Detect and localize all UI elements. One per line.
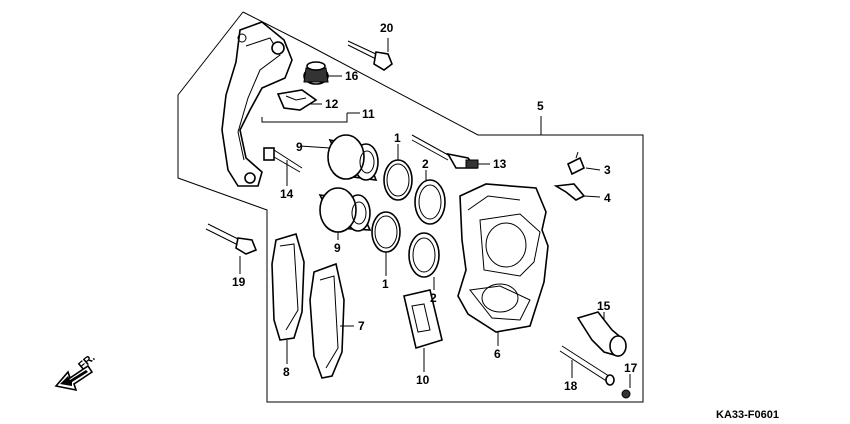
part-label-16: 16 — [345, 69, 359, 83]
part-label-6: 6 — [494, 347, 501, 361]
part-label-13: 13 — [493, 157, 507, 171]
caliper-bracket — [221, 21, 293, 187]
pin-part-13 — [411, 134, 479, 169]
part-label-2-upper: 2 — [422, 157, 429, 171]
caliper-body-part-6 — [457, 183, 549, 333]
clip-part-17 — [621, 389, 631, 399]
brake-pad-part-7 — [309, 262, 345, 379]
part-label-11: 11 — [362, 107, 375, 121]
pad-spring-part-12 — [276, 89, 318, 111]
part-label-9-upper: 9 — [296, 140, 303, 154]
front-direction-label: FR. — [76, 352, 97, 373]
boot-part-16 — [303, 61, 329, 85]
part-label-20: 20 — [380, 21, 394, 35]
part-label-12: 12 — [325, 97, 339, 111]
piston-lower — [318, 187, 372, 233]
part-number-labels: 20 16 12 11 5 9 1 2 13 14 3 4 9 1 2 19 1… — [232, 21, 638, 393]
bolt-part-19 — [205, 223, 258, 255]
part-label-8: 8 — [283, 365, 290, 379]
part-label-1-lower: 1 — [382, 277, 389, 291]
label-bracket-11-12 — [261, 103, 360, 123]
pin-bolt-part-14 — [263, 147, 303, 173]
part-label-15: 15 — [597, 299, 611, 313]
bolt-part-20 — [347, 40, 393, 71]
piston-seal-upper — [383, 159, 413, 201]
part-label-10: 10 — [416, 373, 430, 387]
front-direction-arrow: FR. — [54, 352, 98, 392]
piston-seal-lower — [371, 211, 401, 253]
part-label-19: 19 — [232, 275, 246, 289]
part-label-2-lower: 2 — [430, 291, 437, 305]
part-label-1-upper: 1 — [394, 131, 401, 145]
part-label-17: 17 — [624, 361, 638, 375]
part-label-7: 7 — [358, 319, 365, 333]
piston-upper — [327, 134, 379, 181]
bleed-valve-part-3 — [566, 151, 586, 176]
boot-part-15 — [576, 311, 627, 357]
dust-seal-lower — [408, 232, 440, 278]
part-label-5: 5 — [537, 99, 544, 113]
brake-pad-part-8 — [271, 233, 305, 341]
dust-seal-upper — [414, 179, 446, 225]
pin-part-18 — [559, 345, 615, 386]
pad-shim-part-10 — [403, 289, 443, 350]
part-label-4: 4 — [604, 191, 611, 205]
part-label-18: 18 — [564, 379, 578, 393]
figure-code: KA33-F0601 — [716, 409, 779, 421]
leader-lines — [239, 38, 631, 388]
part-label-14: 14 — [280, 187, 294, 201]
bleed-cap-part-4 — [553, 183, 586, 201]
part-label-9-lower: 9 — [334, 241, 341, 255]
part-label-3: 3 — [604, 163, 611, 177]
